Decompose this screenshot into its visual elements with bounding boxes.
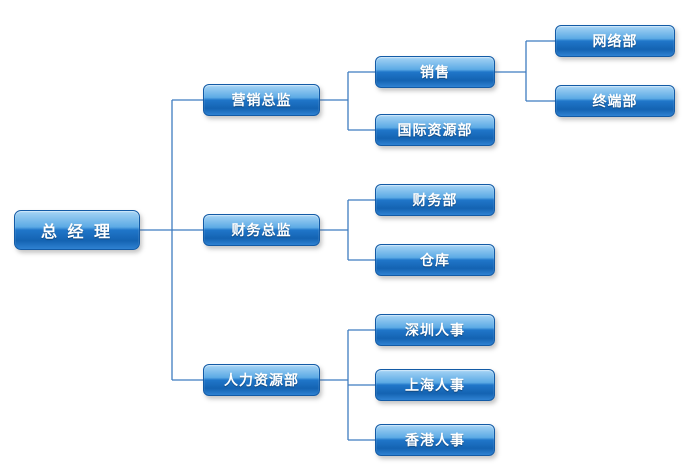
connector-finance-children [320,199,375,261]
org-node-finance-dept: 财务部 [375,184,495,216]
connector-hr-children [320,329,375,441]
org-node-terminal-dept: 终端部 [555,85,675,117]
org-node-hongkong-hr: 香港人事 [375,424,495,456]
connector-gm-children [140,99,203,381]
connector-marketing-children [320,71,375,131]
org-node-network-dept: 网络部 [555,25,675,57]
org-node-finance-director: 财务总监 [203,214,320,246]
org-node-shenzhen-hr: 深圳人事 [375,314,495,346]
org-node-international-resources: 国际资源部 [375,114,495,146]
org-node-marketing-director: 营销总监 [203,84,320,116]
org-node-warehouse: 仓库 [375,244,495,276]
org-node-sales: 销售 [375,56,495,88]
connector-sales-children [495,40,555,102]
org-node-hr-department: 人力资源部 [203,364,320,396]
org-node-shanghai-hr: 上海人事 [375,369,495,401]
org-node-general-manager: 总 经 理 [14,210,140,250]
